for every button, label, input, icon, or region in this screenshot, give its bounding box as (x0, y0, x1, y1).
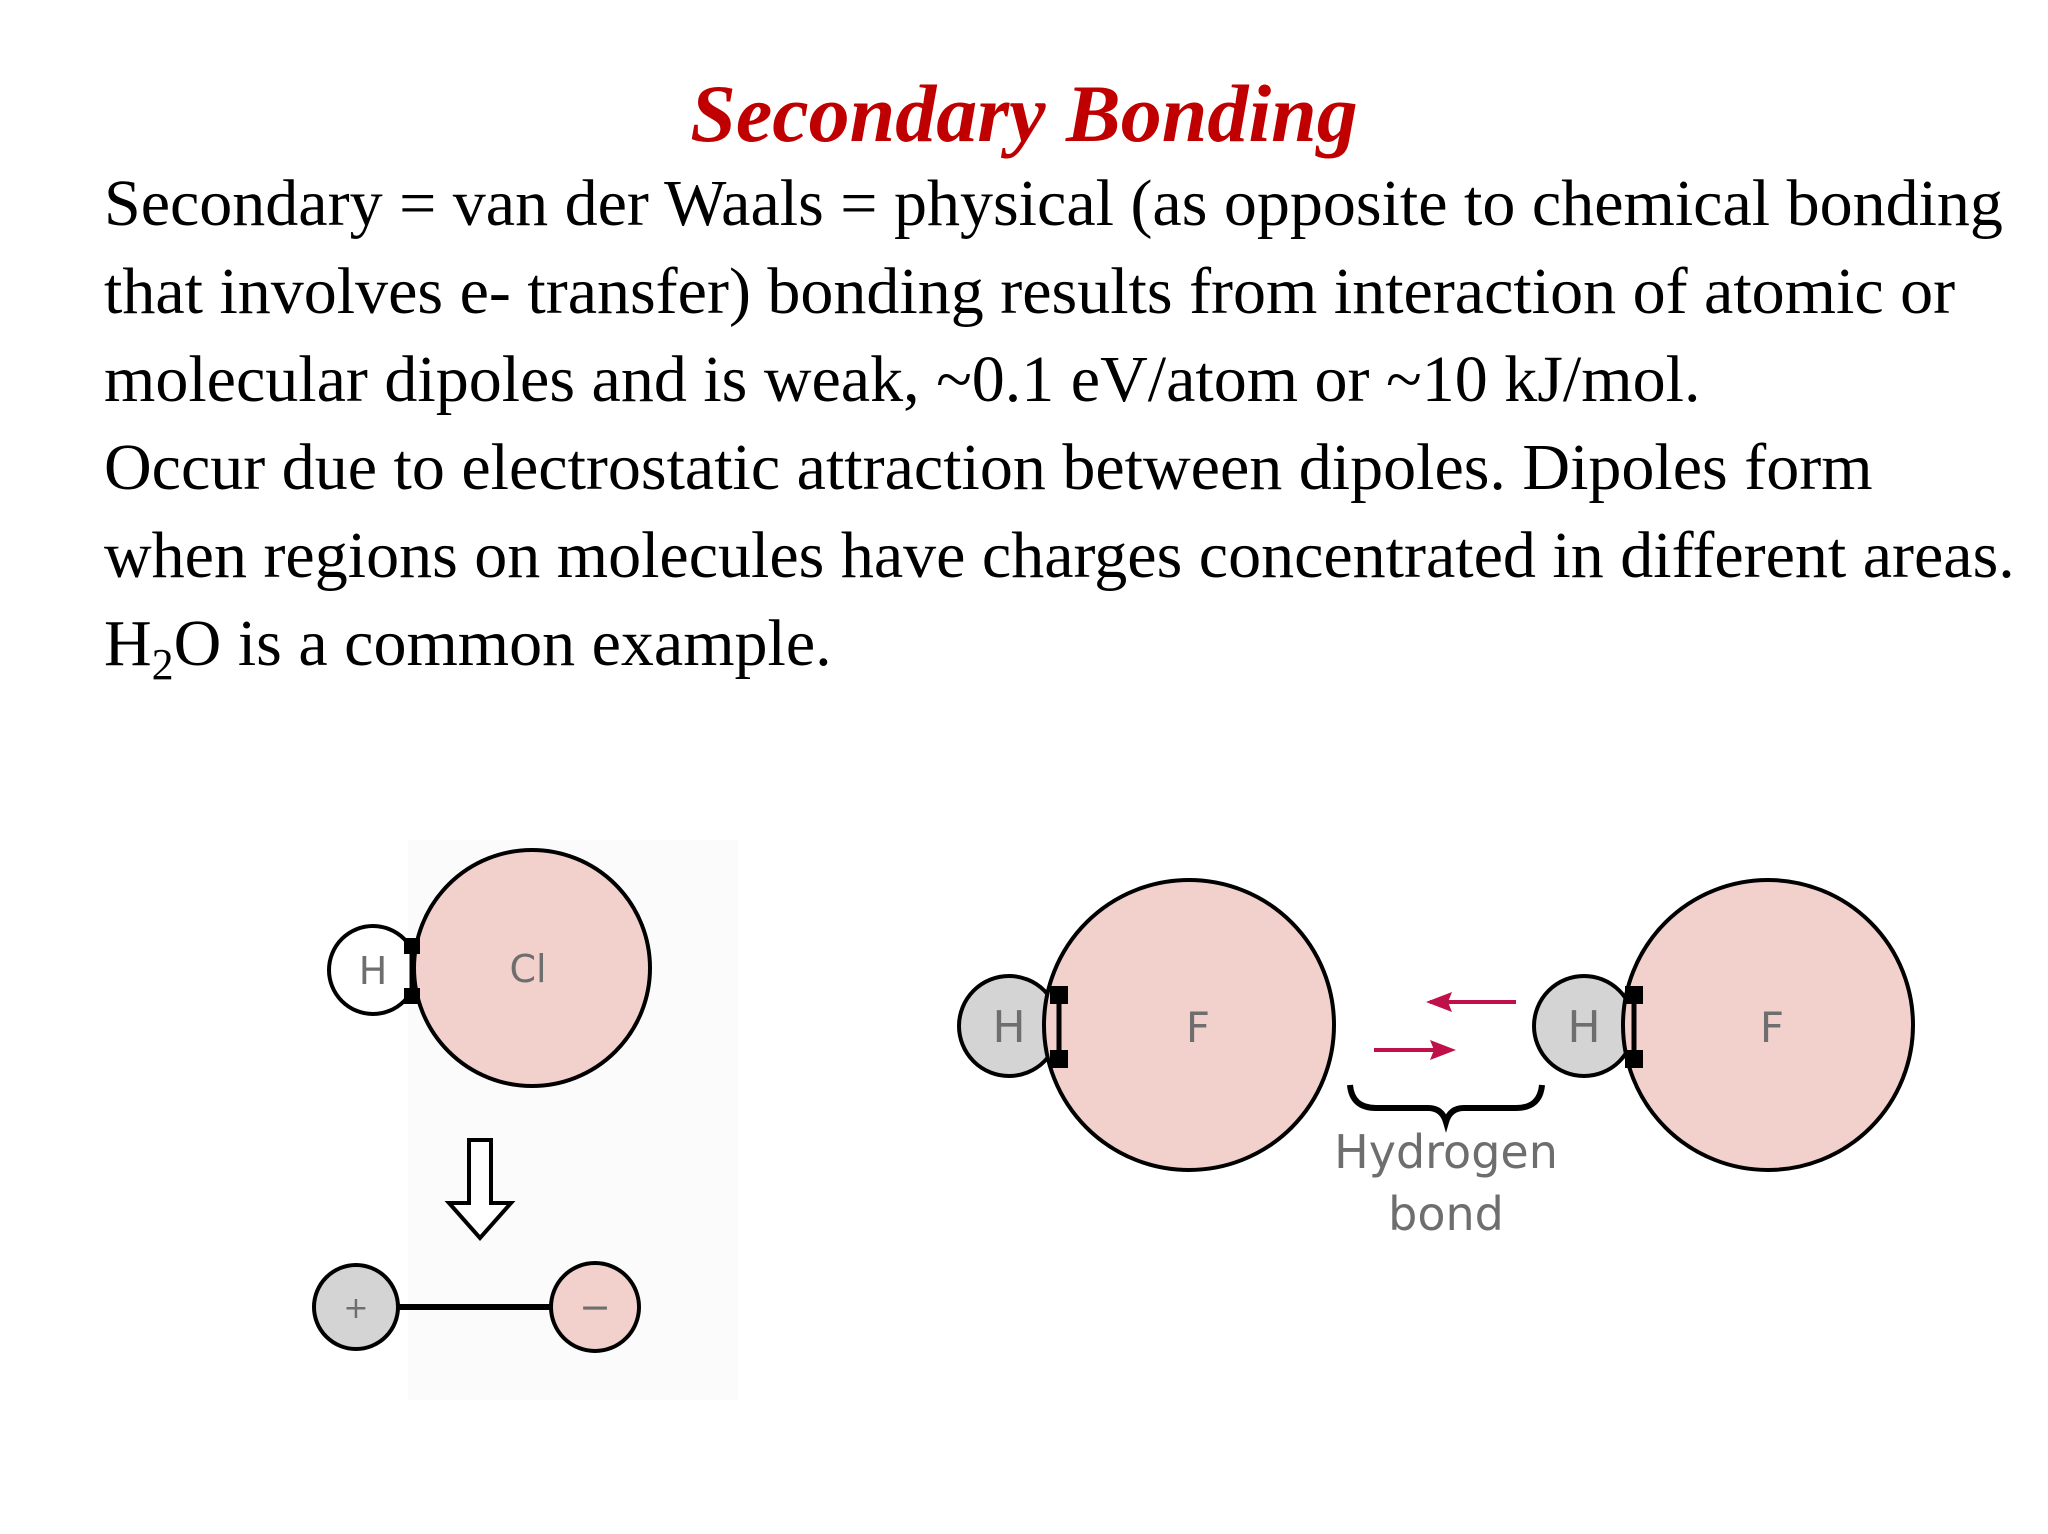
hf2-h-label: H (1567, 1002, 1600, 1053)
hydrogen-bond-brace (1347, 1084, 1545, 1133)
dipole-minus-label: − (579, 1285, 611, 1329)
hf1-bond-pair-bottom (1050, 1050, 1068, 1068)
hf-diagram: H F H F Hydrogen bond (957, 878, 1915, 1241)
hf1-fluorine-atom (1042, 878, 1336, 1172)
hf2-fluorine-atom (1621, 878, 1915, 1172)
hf2-bond-pair-bottom (1625, 1050, 1643, 1068)
hcl-bond-pair-bottom (404, 988, 420, 1004)
hydrogen-bond-label-line2: bond (1388, 1187, 1504, 1241)
hcl-h-label: H (359, 949, 388, 993)
hf1-f-label: F (1186, 1003, 1210, 1052)
dipole-plus-label: + (343, 1291, 368, 1326)
down-arrow-icon (444, 1138, 516, 1242)
hf1-bond-pair-top (1050, 986, 1068, 1004)
dipole-positive-pole (312, 1263, 400, 1351)
attraction-arrow-left-icon (1426, 992, 1516, 1012)
paragraph-definition: Secondary = van der Waals = physical (as… (104, 167, 2003, 416)
body-text: Secondary = van der Waals = physical (as… (104, 160, 2024, 688)
attraction-arrow-right-icon (1374, 1040, 1456, 1060)
water-subscript: 2 (151, 640, 174, 689)
paragraph-dipoles: Occur due to electrostatic attraction be… (104, 424, 2024, 688)
hcl-diagram: H Cl + − (312, 848, 652, 1353)
dipole-negative-pole (549, 1261, 641, 1353)
hcl-bond-pair-top (404, 938, 420, 954)
hf2-bond-pair-top (1625, 986, 1643, 1004)
hydrogen-bond-label-line1: Hydrogen (1334, 1125, 1558, 1179)
hcl-cl-label: Cl (509, 947, 546, 991)
hf2-f-label: F (1760, 1003, 1784, 1052)
paragraph-dipoles-tail: O is a common example. (173, 607, 832, 680)
hf1-h-label: H (992, 1002, 1025, 1053)
slide-title: Secondary Bonding (690, 68, 1358, 159)
paragraph-dipoles-main: Occur due to electrostatic attraction be… (104, 431, 2015, 680)
